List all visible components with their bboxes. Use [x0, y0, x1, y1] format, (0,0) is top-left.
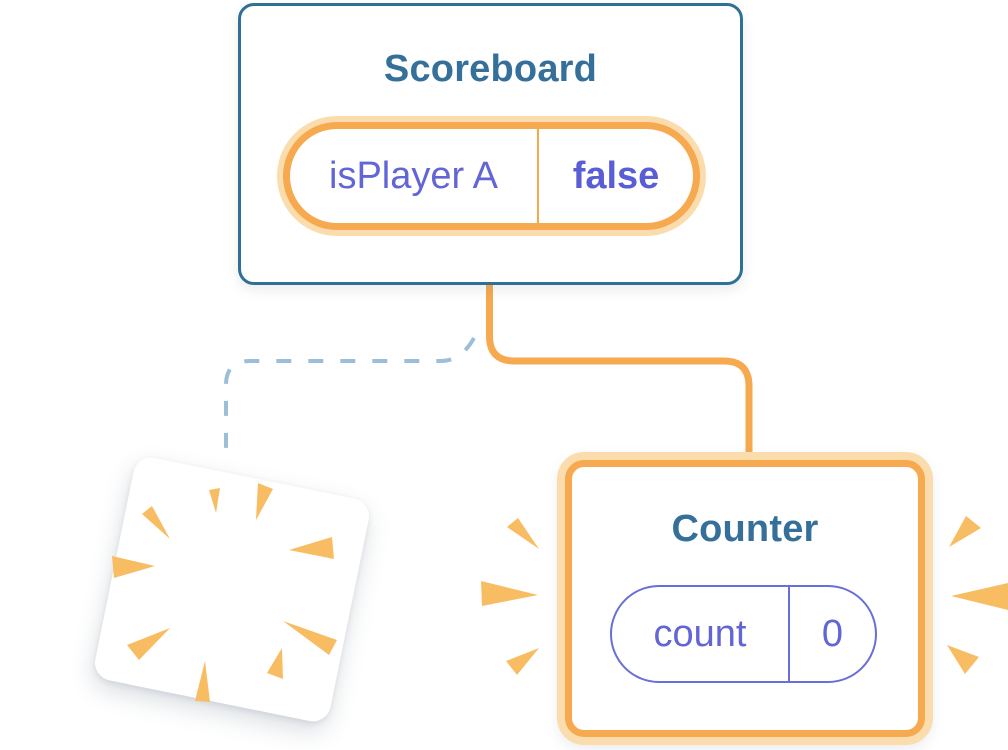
connector-dashed-line — [224, 336, 476, 453]
counter-state-name: count — [612, 587, 790, 681]
emphasis-mark — [506, 648, 539, 675]
counter-title: Counter — [671, 508, 819, 550]
emphasis-mark — [947, 645, 979, 674]
counter-card-inner: Counter count 0 — [565, 460, 925, 737]
emphasis-mark — [949, 516, 981, 547]
destroyed-card — [91, 454, 373, 725]
scoreboard-card: Scoreboard isPlayer A false — [238, 3, 743, 285]
counter-card: Counter count 0 — [557, 452, 933, 745]
emphasis-mark — [951, 583, 1008, 610]
scoreboard-state-name: isPlayer A — [290, 129, 539, 223]
counter-state-pill: count 0 — [610, 585, 877, 683]
connector-solid-line — [486, 280, 753, 460]
scoreboard-title: Scoreboard — [383, 48, 598, 90]
scoreboard-state-pill: isPlayer A false — [283, 122, 700, 230]
emphasis-mark — [507, 518, 539, 549]
emphasis-mark — [481, 581, 538, 606]
counter-state-value: 0 — [821, 612, 844, 655]
scoreboard-state-value: false — [572, 154, 660, 197]
